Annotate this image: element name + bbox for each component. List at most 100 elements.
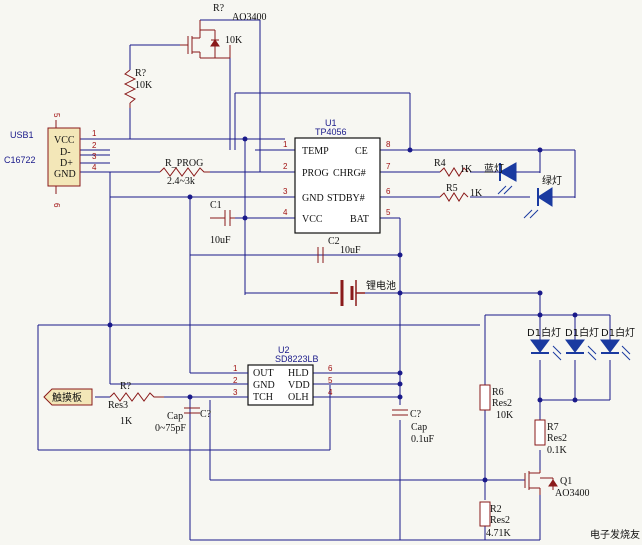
u2-num-2: 2 — [233, 376, 238, 385]
usb-ref: USB1 — [10, 130, 34, 140]
r6-ref: R6 — [492, 387, 504, 398]
u1-chip: U1 TP4056 TEMP PROG GND VCC CE CHRG# STD… — [283, 118, 391, 234]
r-top-left-value: 10K — [135, 80, 153, 91]
white-led-label-2: D1白灯 — [565, 326, 599, 339]
r5-value: 1K — [470, 188, 483, 199]
r7-part: Res2 — [547, 433, 567, 444]
r4-ref: R4 — [434, 158, 446, 169]
u1-pin-vcc: VCC — [302, 214, 323, 225]
r4-value: 1K — [460, 164, 473, 175]
r6-value: 10K — [496, 410, 514, 421]
u2-num-6: 6 — [328, 364, 333, 373]
usb-pin-dminus: D- — [60, 147, 71, 158]
white-led-label-3: D1白灯 — [601, 326, 635, 339]
q-top-ref: R? — [213, 3, 225, 14]
u1-num-5: 5 — [386, 208, 391, 217]
u2-pin-hld: HLD — [288, 368, 309, 379]
u2-pin-vdd: VDD — [288, 380, 310, 391]
r6-resistor — [479, 384, 491, 411]
u2-pin-olh: OLH — [288, 392, 309, 403]
q-top-part: AO3400 — [232, 12, 266, 23]
touch-pad — [43, 388, 93, 406]
r-top-left-resistor — [123, 69, 137, 104]
usb-pin-num-1: 1 — [92, 129, 97, 138]
usb-pin-num-3: 3 — [92, 152, 97, 161]
r-prog-ref: R_PROG — [165, 158, 203, 169]
c1-capacitor — [210, 210, 235, 226]
c-touch-value: 0~75pF — [155, 423, 186, 434]
c-touch-part: Cap — [167, 411, 183, 422]
u1-pin-bat: BAT — [350, 214, 369, 225]
r7-value: 0.1K — [547, 445, 568, 456]
r-top-left-ref: R? — [135, 68, 147, 79]
usb-part: C16722 — [4, 155, 36, 165]
r4-resistor — [439, 167, 469, 177]
r4-led-label: 蓝灯 — [484, 163, 504, 175]
u1-num-1: 1 — [283, 140, 288, 149]
u1-pin-stdby: STDBY# — [327, 193, 365, 204]
q1-ref: Q1 — [560, 476, 572, 487]
q1-part: AO3400 — [555, 488, 589, 499]
wires — [37, 19, 611, 541]
u1-pin-prog: PROG — [302, 168, 329, 179]
c7-ref: C? — [410, 409, 422, 420]
u1-pin-gnd: GND — [302, 193, 324, 204]
u1-num-7: 7 — [386, 162, 391, 171]
r2-resistor — [479, 501, 491, 527]
c7-value: 0.1uF — [411, 434, 435, 445]
white-leds — [530, 339, 631, 361]
c-touch-capacitor — [184, 407, 200, 414]
green-led — [523, 187, 575, 219]
r-touch-part: Res3 — [108, 400, 128, 411]
blue-led — [497, 162, 540, 195]
usb-pin-dplus: D+ — [60, 158, 73, 169]
battery-label: 锂电池 — [366, 279, 396, 292]
usb-pin-num-4: 4 — [92, 163, 97, 172]
r-touch-resistor — [109, 392, 164, 402]
u1-ref: U1 — [325, 118, 337, 128]
u2-chip: U2 SD8223LB OUT GND TCH HLD VDD OLH 1 2 … — [233, 345, 333, 406]
r-touch-value: 1K — [120, 416, 133, 427]
c7-part: Cap — [411, 422, 427, 433]
c2-ref: C2 — [328, 236, 340, 247]
u1-part: TP4056 — [315, 127, 347, 137]
r-prog-resistor — [159, 167, 210, 177]
c1-value: 10uF — [210, 235, 231, 246]
usb-side-pin-bottom: 6 — [52, 203, 61, 208]
r-touch-ref: R? — [120, 381, 132, 392]
q1-mosfet — [524, 470, 558, 495]
u1-pin-temp: TEMP — [302, 146, 329, 157]
c7-capacitor — [392, 409, 408, 416]
u1-pin-ce: CE — [355, 146, 368, 157]
touch-pad-label: 触摸板 — [52, 391, 82, 404]
u2-pin-out: OUT — [253, 368, 274, 379]
usb-pin-gnd: GND — [54, 169, 76, 180]
u2-num-1: 1 — [233, 364, 238, 373]
usb-pin-num-2: 2 — [92, 141, 97, 150]
u2-part: SD8223LB — [275, 354, 319, 364]
r2-ref: R2 — [490, 504, 502, 515]
usb-pin-vcc: VCC — [54, 135, 75, 146]
r2-part: Res2 — [490, 515, 510, 526]
junction-dots — [107, 136, 578, 483]
c2-value: 10uF — [340, 245, 361, 256]
r2-value: 4.71K — [486, 528, 512, 539]
u1-num-4: 4 — [283, 208, 288, 217]
battery — [330, 280, 365, 306]
u1-pin-chrg: CHRG# — [333, 168, 366, 179]
watermark: 电子发烧友 — [590, 528, 640, 541]
usb-side-pin-top: 5 — [52, 113, 61, 118]
r7-ref: R7 — [547, 422, 559, 433]
r5-resistor — [439, 192, 469, 202]
u1-num-8: 8 — [386, 140, 391, 149]
u2-ref: U2 — [278, 345, 290, 355]
r7-resistor — [534, 419, 546, 446]
u1-num-6: 6 — [386, 187, 391, 196]
c2-capacitor — [317, 247, 324, 263]
u2-num-4: 4 — [328, 388, 333, 397]
top-mosfet — [180, 20, 231, 59]
usb-connector: USB1 C16722 5 6 VCC D- D+ GND 1 2 3 4 — [4, 113, 97, 208]
u1-num-2: 2 — [283, 162, 288, 171]
